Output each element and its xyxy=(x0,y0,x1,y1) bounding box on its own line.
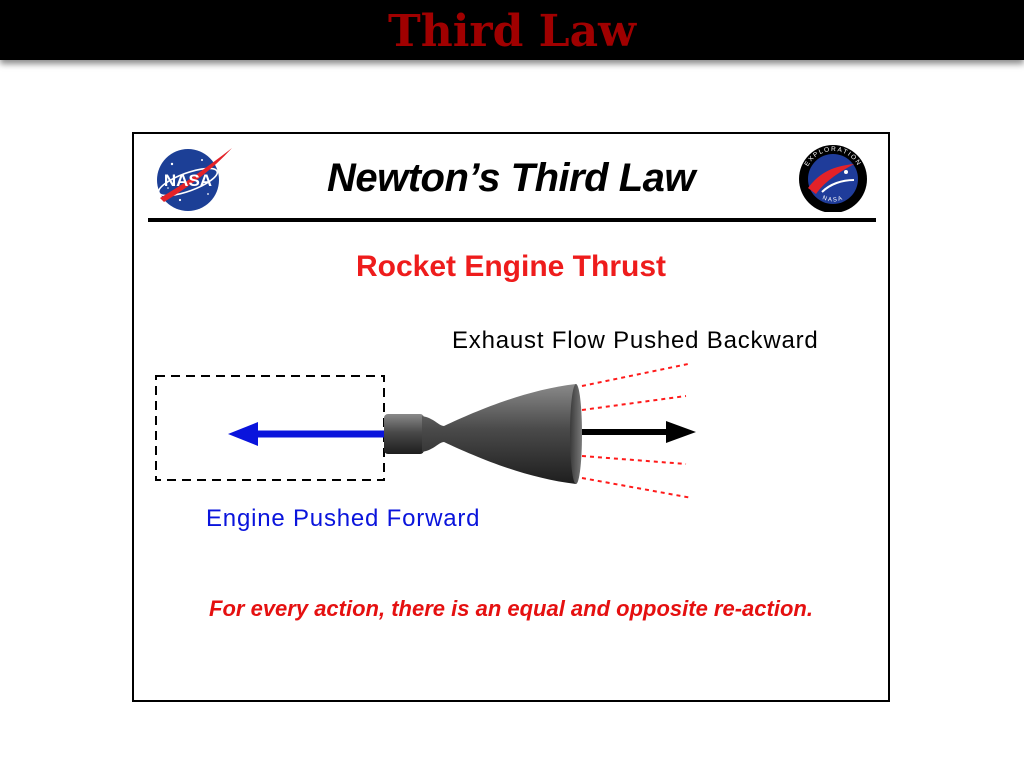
slide-title: Third Law xyxy=(387,6,637,57)
heading-divider xyxy=(148,218,876,222)
exhaust-flow-lines xyxy=(581,363,693,499)
action-reaction-caption: For every action, there is an equal and … xyxy=(209,596,813,621)
rocket-engine-diagram xyxy=(155,363,696,499)
exhaust-flow-label: Exhaust Flow Pushed Backward xyxy=(452,327,819,354)
nasa-exploration-icon: EXPLORATION NASA xyxy=(799,145,867,212)
nasa-logo-text: NASA xyxy=(164,171,212,190)
exhaust-backward-arrow xyxy=(582,421,696,443)
engine-pushed-label: Engine Pushed Forward xyxy=(206,505,481,532)
rocket-nozzle xyxy=(384,384,582,484)
exploration-logo-subtext: NASA xyxy=(821,195,844,203)
top-bar xyxy=(0,0,1024,60)
engine-forward-arrow xyxy=(228,422,384,446)
nasa-meatball-icon: NASA xyxy=(157,148,232,211)
diagram-subtitle: Rocket Engine Thrust xyxy=(355,250,667,283)
panel-heading: Newton’s Third Law xyxy=(326,156,696,200)
engine-boundary-box xyxy=(155,375,385,481)
diagram-panel: NASA EXPLORATION NASA Newton’s Third Law… xyxy=(132,132,890,702)
